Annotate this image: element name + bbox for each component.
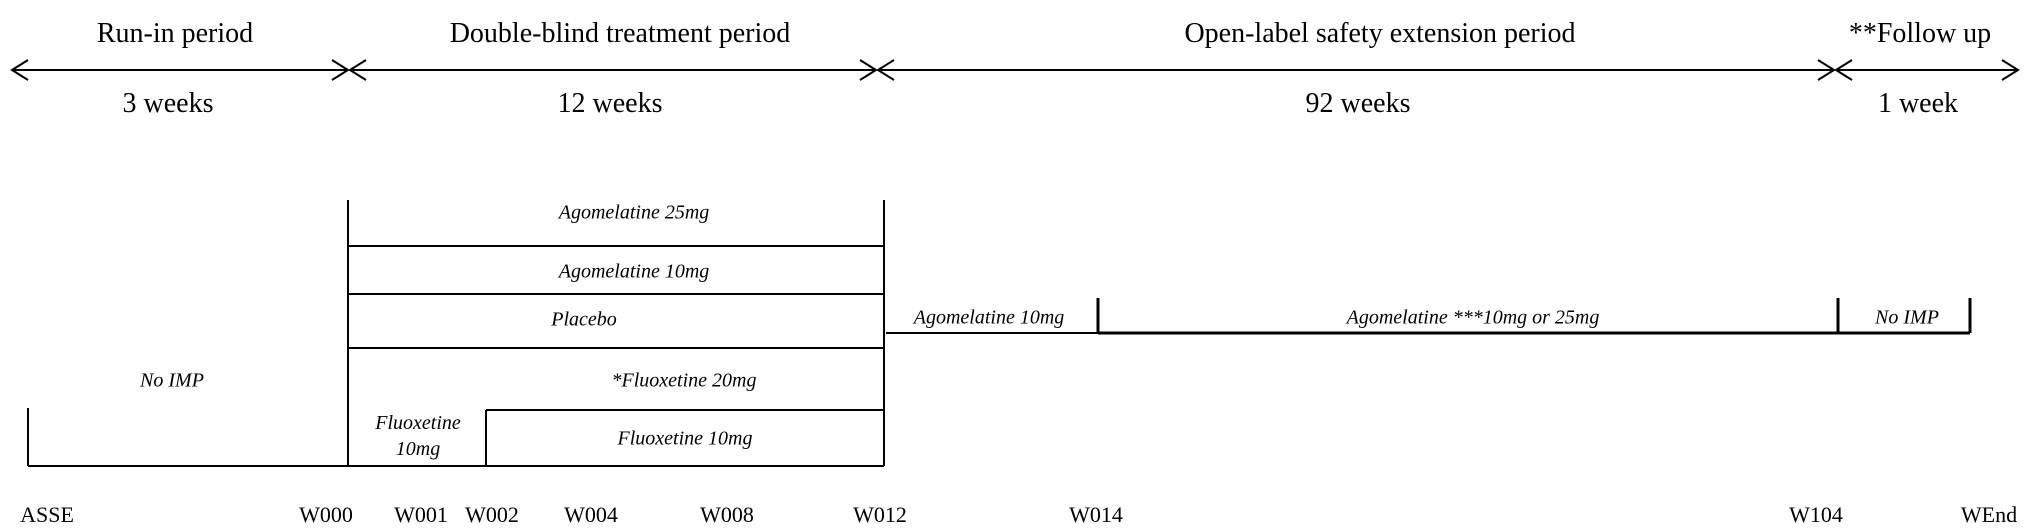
- arrow-double-blind: [348, 59, 878, 81]
- timepoint-w014: W014: [1069, 502, 1123, 527]
- timepoint-w008: W008: [700, 502, 754, 527]
- arm-follow-up-no-imp: No IMP: [1875, 306, 1939, 329]
- duration-open-label: 92 weeks: [1305, 88, 1411, 119]
- timepoint-w002: W002: [465, 502, 519, 527]
- duration-double-blind: 12 weeks: [557, 88, 663, 119]
- double-blind-block: [347, 200, 885, 467]
- extension-block: [886, 298, 1972, 335]
- arm-extension-agomelatine-10-or-25: Agomelatine ***10mg or 25mg: [1346, 306, 1600, 329]
- period-title-open-label: Open-label safety extension period: [1184, 18, 1576, 49]
- arm-agomelatine-10: Agomelatine 10mg: [558, 260, 710, 283]
- timepoint-w012: W012: [853, 502, 907, 527]
- period-title-follow-up: **Follow up: [1848, 18, 1992, 49]
- arm-fluoxetine-20: *Fluoxetine 20mg: [611, 369, 757, 392]
- timepoint-wend: WEnd: [1960, 502, 2018, 527]
- runin-block: [27, 408, 348, 467]
- period-title-double-blind: Double-blind treatment period: [449, 18, 791, 49]
- timepoint-w104: W104: [1789, 502, 1843, 527]
- arm-extension-agomelatine-10: Agomelatine 10mg: [913, 306, 1065, 329]
- duration-runin: 3 weeks: [122, 88, 214, 119]
- arm-agomelatine-25: Agomelatine 25mg: [558, 201, 710, 224]
- arrow-runin: [10, 59, 350, 81]
- period-title-runin: Run-in period: [96, 18, 254, 49]
- arrow-open-label: [876, 59, 1836, 81]
- timepoint-w004: W004: [564, 502, 618, 527]
- timepoint-asse: ASSE: [20, 502, 74, 527]
- arm-placebo: Placebo: [551, 308, 617, 331]
- arm-fluoxetine-10-titration: Fluoxetine 10mg: [375, 412, 461, 460]
- arm-runin-no-imp: No IMP: [140, 369, 204, 392]
- timepoint-w000: W000: [299, 502, 353, 527]
- duration-follow-up: 1 week: [1877, 88, 1959, 119]
- timepoint-w001: W001: [394, 502, 448, 527]
- arrow-follow-up: [1834, 59, 2020, 81]
- arm-fluoxetine-10: Fluoxetine 10mg: [617, 427, 753, 450]
